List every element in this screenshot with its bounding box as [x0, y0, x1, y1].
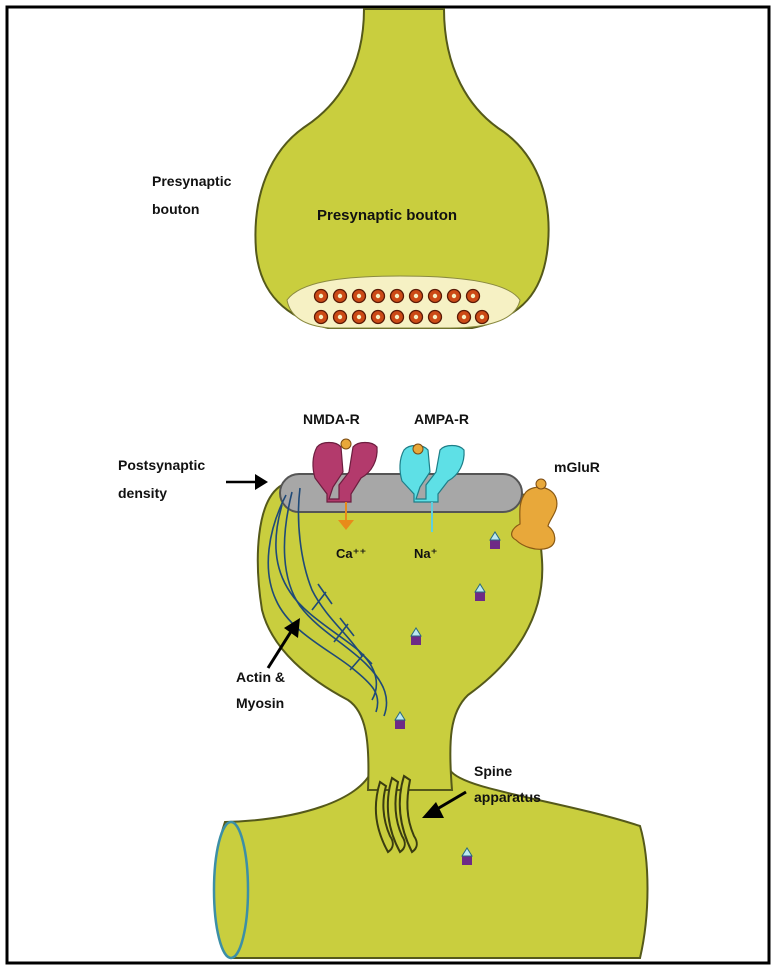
vesicle-core [338, 294, 342, 298]
vesicle-core [395, 294, 399, 298]
vesicle-core [414, 294, 418, 298]
presynaptic-inside-label: Presynaptic bouton [317, 207, 457, 224]
protein-marker-base [411, 636, 421, 645]
glutamate-ligand [413, 444, 423, 454]
vesicle-core [319, 294, 323, 298]
actin-myosin-label-line2: Myosin [236, 695, 284, 711]
presynaptic-label-line2: bouton [152, 201, 199, 217]
postsynaptic-density-label-line1: Postsynaptic [118, 457, 205, 473]
vesicle-core [376, 294, 380, 298]
nmda-label: NMDA-R [303, 411, 360, 427]
vesicle-core [319, 315, 323, 319]
mglur-label: mGluR [554, 459, 600, 475]
vesicle-core [414, 315, 418, 319]
vesicle-core [452, 294, 456, 298]
spine-apparatus-label-line1: Spine [474, 763, 512, 779]
vesicle-core [357, 294, 361, 298]
vesicle-core [338, 315, 342, 319]
ampa-label: AMPA-R [414, 411, 469, 427]
calcium-ion-label: Ca⁺⁺ [336, 546, 366, 561]
vesicle-core [357, 315, 361, 319]
vesicle-core [480, 315, 484, 319]
vesicle-core [376, 315, 380, 319]
postsynaptic-density-label-line2: density [118, 485, 167, 501]
spine-apparatus-label-line2: apparatus [474, 789, 541, 805]
protein-marker-base [490, 540, 500, 549]
glutamate-ligand [341, 439, 351, 449]
glutamate-ligand [536, 479, 546, 489]
actin-myosin-label-line1: Actin & [236, 669, 285, 685]
vesicle-core [395, 315, 399, 319]
vesicle-core [471, 294, 475, 298]
vesicle-core [462, 315, 466, 319]
vesicle-core [433, 315, 437, 319]
dendrite-cut-end [214, 822, 248, 958]
protein-marker-base [462, 856, 472, 865]
protein-marker-base [395, 720, 405, 729]
vesicle-core [433, 294, 437, 298]
sodium-ion-label: Na⁺ [414, 546, 437, 561]
presynaptic-label-line1: Presynaptic [152, 173, 232, 189]
protein-marker-base [475, 592, 485, 601]
